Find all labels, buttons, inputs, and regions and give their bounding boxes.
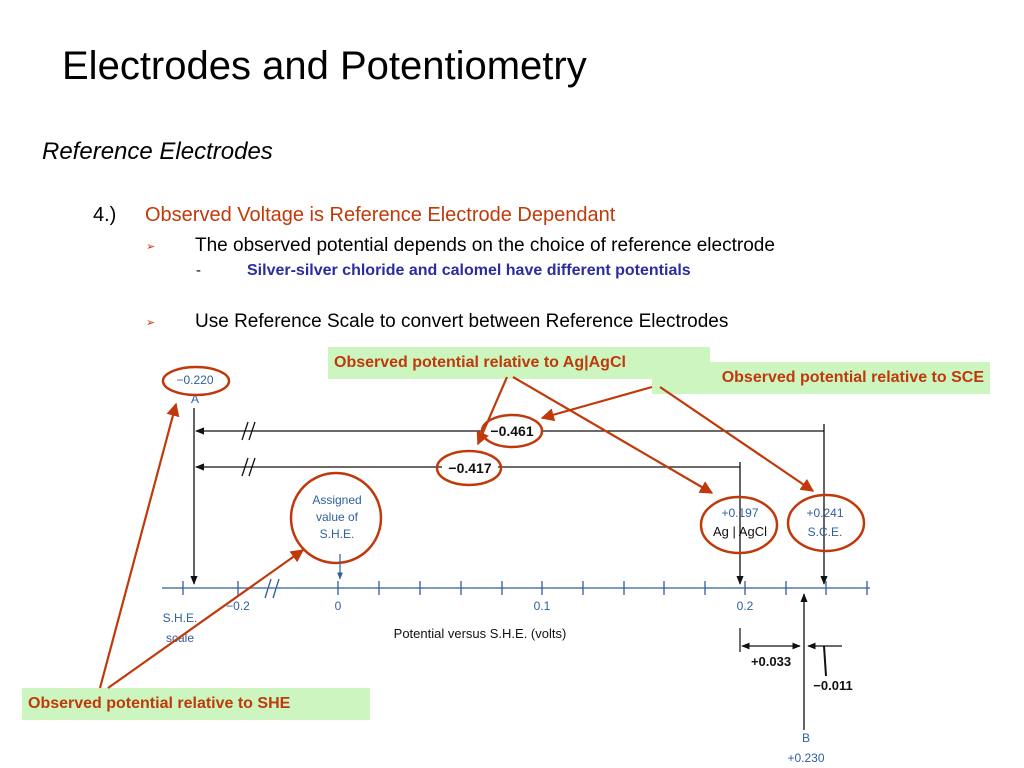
slide-title: Electrodes and Potentiometry	[62, 44, 587, 88]
callout-arrows	[98, 376, 815, 689]
arrow-she-to-assigned	[107, 549, 305, 689]
agagcl-label: Ag | AgCl	[713, 524, 767, 539]
point-a-value: −0.220	[176, 373, 213, 387]
sub-bullet-dash: -	[196, 262, 201, 279]
callout-agagcl: Observed potential relative to Ag|AgCl	[328, 347, 710, 379]
arrow-ag-to-electrode	[512, 376, 714, 494]
tick-label-0-2: 0.2	[737, 599, 754, 613]
agagcl-value: +0.197	[721, 506, 758, 520]
arrow-ag-to-value	[476, 376, 509, 446]
she-axis-break	[264, 578, 280, 599]
axis-break-marks	[241, 421, 256, 477]
value-agagcl-line: −0.461	[490, 423, 533, 439]
point-a-circle	[161, 365, 231, 397]
point-number: 4.)	[93, 204, 117, 226]
arrow-she-to-a	[98, 402, 180, 689]
diff-plus-value: +0.033	[751, 654, 791, 669]
point-a-label: A	[191, 392, 199, 406]
bullet-arrow-icon: ➢	[146, 241, 156, 253]
diff-minus-tick	[823, 645, 827, 677]
sub-bullet-text: Silver-silver chloride and calomel have …	[247, 262, 691, 279]
assigned-line-3: S.H.E.	[320, 527, 355, 541]
bullet-arrow-icon: ➢	[146, 317, 156, 329]
point-heading: Observed Voltage is Reference Electrode …	[145, 204, 616, 226]
scale-label-1: S.H.E.	[163, 611, 198, 625]
sce-circle	[786, 493, 866, 553]
sce-label: S.C.E.	[808, 525, 843, 539]
bullet-text: Use Reference Scale to convert between R…	[195, 311, 729, 332]
tick-label-0-1: 0.1	[534, 599, 551, 613]
point-b-value: +0.230	[787, 751, 824, 765]
assigned-line-2: value of	[316, 510, 359, 524]
bullet-text: The observed potential depends on the ch…	[195, 235, 775, 256]
assigned-line-1: Assigned	[312, 493, 361, 507]
value-sce-line: −0.417	[448, 460, 491, 476]
value-sce-circle	[435, 449, 503, 487]
tick-label-neg-0-2: −0.2	[226, 599, 250, 613]
sce-value: +0.241	[806, 506, 843, 520]
agagcl-circle	[699, 495, 779, 555]
tick-label-0: 0	[335, 599, 342, 613]
arrow-sce-to-electrode	[659, 386, 815, 492]
callout-she: Observed potential relative to SHE	[22, 688, 370, 720]
axis-title: Potential versus S.H.E. (volts)	[394, 626, 567, 641]
she-axis-ticks	[182, 581, 868, 595]
point-b-label: B	[802, 731, 810, 745]
assigned-she-circle	[289, 471, 383, 565]
slide-subtitle: Reference Electrodes	[42, 138, 273, 165]
arrow-sce-to-value	[540, 385, 653, 422]
diff-minus-value: −0.011	[813, 678, 852, 693]
